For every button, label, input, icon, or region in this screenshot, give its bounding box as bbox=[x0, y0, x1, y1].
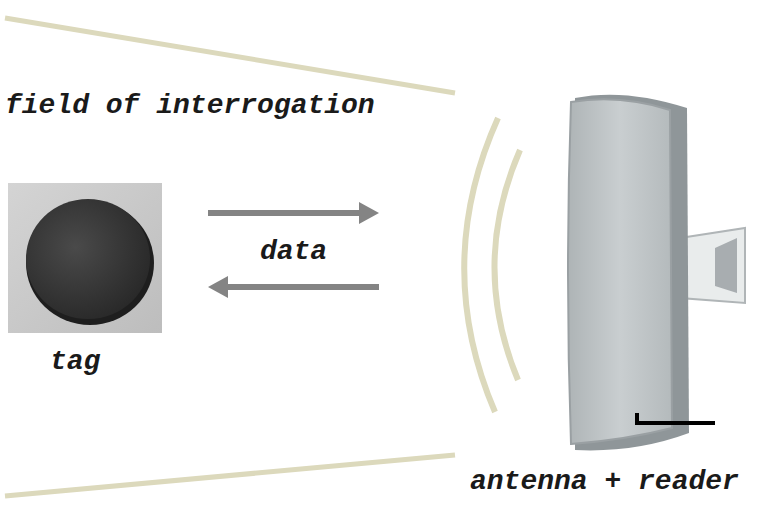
reader-node: antenna + reader bbox=[425, 88, 755, 468]
data-arrow bbox=[208, 276, 379, 298]
reader-illustration bbox=[425, 88, 755, 468]
tag-photo bbox=[8, 183, 162, 333]
data-arrow bbox=[208, 202, 379, 224]
tag-label: tag bbox=[50, 348, 100, 376]
edge-label: data bbox=[260, 238, 327, 266]
tag-node: tag bbox=[8, 183, 162, 333]
field-boundary bbox=[5, 18, 455, 93]
reader-label: antenna + reader bbox=[470, 468, 739, 496]
field-label: field of interrogation bbox=[5, 92, 375, 120]
field-boundary bbox=[5, 455, 455, 496]
